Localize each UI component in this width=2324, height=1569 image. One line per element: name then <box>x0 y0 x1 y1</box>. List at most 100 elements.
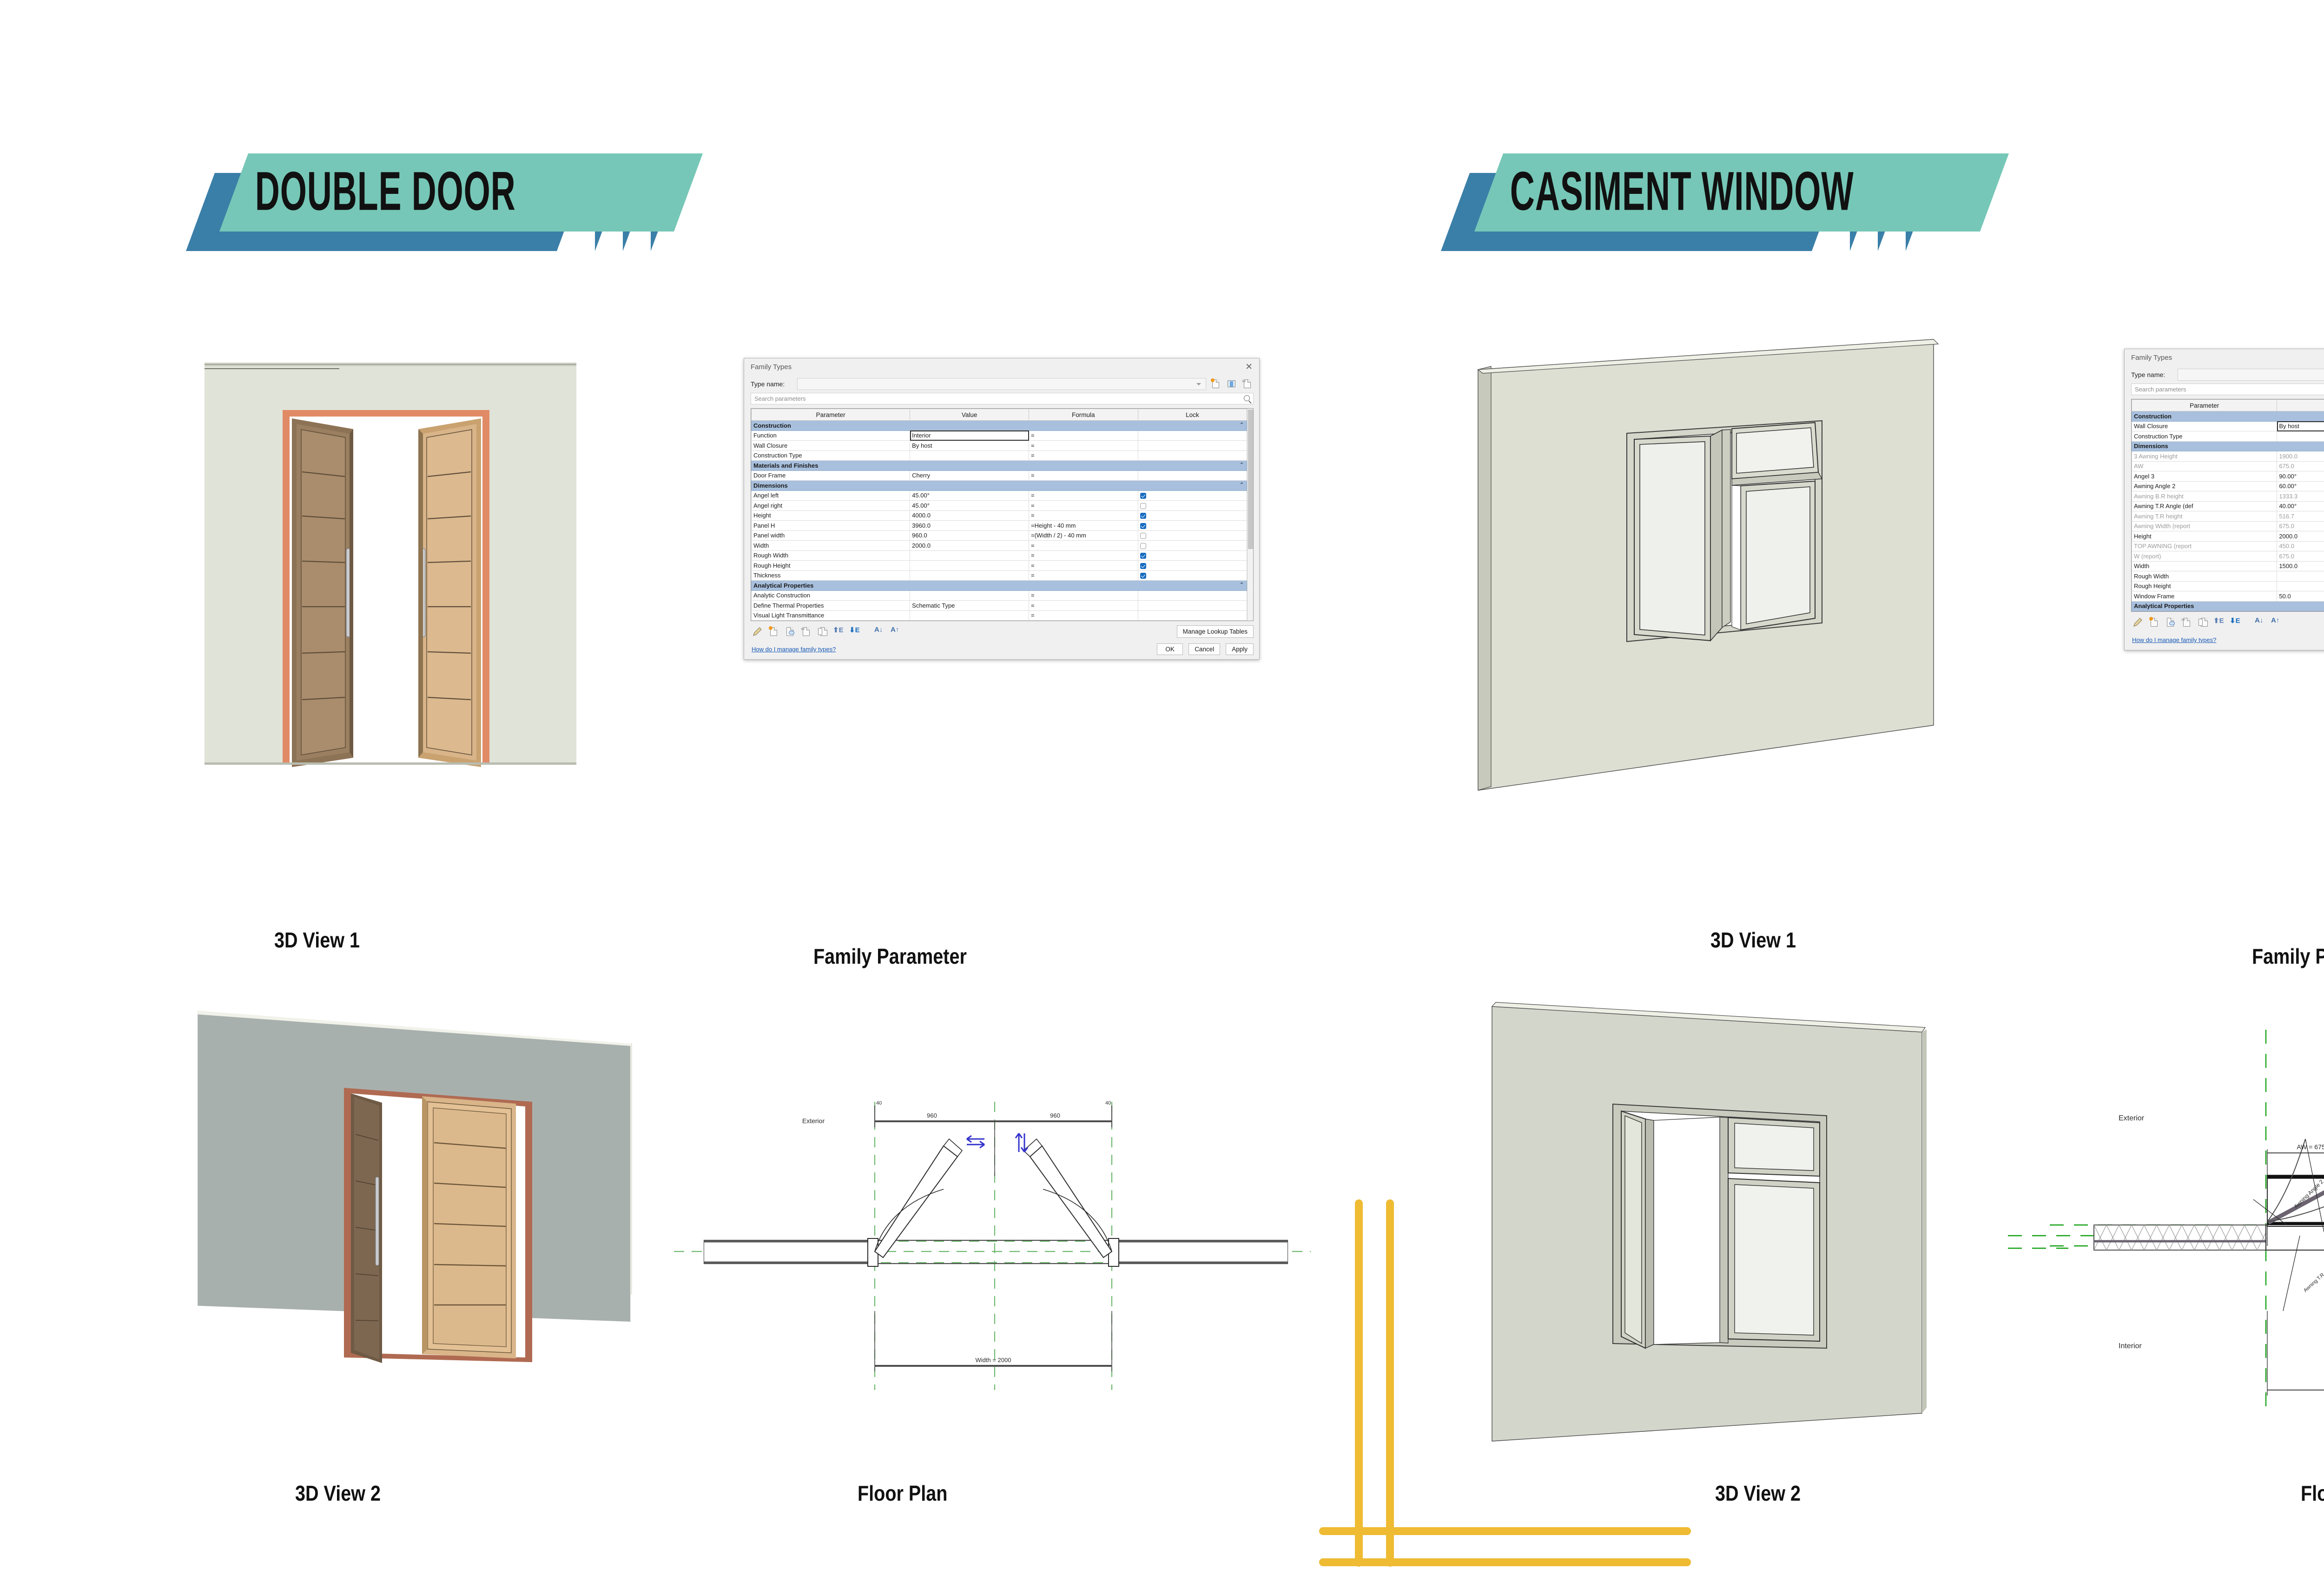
cell-formula[interactable]: = <box>1029 570 1138 581</box>
cell-formula[interactable]: = <box>1029 510 1138 521</box>
cell-value[interactable] <box>910 550 1030 561</box>
cell-formula[interactable]: = <box>1029 590 1138 601</box>
new-type-icon[interactable] <box>1210 378 1222 390</box>
table-row[interactable]: W (report)675.0= <box>2131 551 2324 562</box>
cell-value[interactable]: 45.00° <box>910 490 1030 501</box>
rename-type-icon[interactable] <box>1226 378 1238 390</box>
parameter-group-row[interactable]: Analytical Properties⌃ <box>2131 601 2324 611</box>
cell-value[interactable] <box>2277 581 2324 591</box>
cell-lock[interactable] <box>1137 510 1248 521</box>
cell-value[interactable]: Cherry <box>910 470 1030 481</box>
cell-lock[interactable] <box>1137 430 1248 441</box>
cell-formula[interactable]: = <box>1029 500 1138 511</box>
cell-formula[interactable]: = <box>1029 550 1138 561</box>
lock-checkbox[interactable] <box>1140 513 1146 519</box>
parameter-from-cloud-icon[interactable] <box>2165 616 2177 629</box>
cell-formula[interactable]: = <box>1029 610 1138 621</box>
apply-button[interactable]: Apply <box>1226 643 1254 655</box>
cell-value[interactable]: By host <box>2277 421 2324 431</box>
table-row[interactable]: Visual Light Transmittance= <box>751 610 1248 621</box>
cell-formula[interactable]: = <box>1029 430 1138 441</box>
table-row[interactable]: Rough Width= <box>2131 571 2324 582</box>
search-input[interactable]: Search parameters <box>2131 384 2324 395</box>
table-row[interactable]: Rough Height= <box>751 560 1248 571</box>
chevron-up-icon[interactable]: ⌃ <box>1239 582 1244 588</box>
cell-value[interactable]: 90.00° <box>2277 471 2324 482</box>
help-link[interactable]: How do I manage family types? <box>2132 636 2217 643</box>
cell-formula[interactable]: = <box>1029 490 1138 501</box>
parameter-group-row[interactable]: Construction⌃ <box>2131 411 2324 422</box>
move-up-icon[interactable]: ⬆E <box>833 626 844 634</box>
cell-formula[interactable]: = <box>1029 470 1138 481</box>
parameter-from-cloud-icon[interactable] <box>784 626 796 638</box>
cell-value[interactable]: 1500.0 <box>2277 561 2324 571</box>
lock-checkbox[interactable] <box>1140 493 1146 499</box>
duplicate-parameter-icon[interactable] <box>817 626 829 638</box>
cell-lock[interactable] <box>1137 440 1248 451</box>
type-name-combobox[interactable] <box>2178 369 2324 381</box>
move-up-icon[interactable]: ⬆E <box>2213 616 2224 625</box>
cell-value[interactable]: Schematic Type <box>910 600 1030 611</box>
cell-value[interactable] <box>2277 571 2324 582</box>
cell-value[interactable]: 50.0 <box>2277 591 2324 602</box>
sort-descending-icon[interactable]: A↑ <box>2271 616 2280 624</box>
parameter-grid-window[interactable]: Parameter Value Formula Lock Constructio… <box>2131 399 2324 612</box>
parameter-grid-door[interactable]: Parameter Value Formula Lock Constructio… <box>751 408 1254 621</box>
family-types-dialog-door[interactable]: Family Types ✕ Type name: ✂ Search param… <box>744 358 1260 660</box>
table-row[interactable]: Thickness= <box>751 570 1248 581</box>
search-input[interactable]: Search parameters <box>751 393 1254 404</box>
lock-checkbox[interactable] <box>1140 553 1146 559</box>
cell-lock[interactable] <box>1137 540 1248 551</box>
delete-type-icon[interactable]: ✂ <box>1241 378 1254 390</box>
ok-button[interactable]: OK <box>1157 643 1183 655</box>
parameter-group-row[interactable]: Dimensions⌃ <box>751 480 1248 491</box>
cell-value[interactable]: 40.00° <box>2277 501 2324 511</box>
cell-value[interactable]: 450.0 <box>2277 541 2324 551</box>
table-row[interactable]: Rough Width= <box>751 550 1248 561</box>
table-row[interactable]: Rough Height= <box>2131 581 2324 591</box>
cell-value[interactable] <box>910 570 1030 581</box>
cell-formula[interactable]: = <box>1029 600 1138 611</box>
lock-checkbox[interactable] <box>1140 523 1146 529</box>
move-down-icon[interactable]: ⬇E <box>849 626 860 634</box>
table-row[interactable]: Construction Type= <box>751 450 1248 461</box>
table-row[interactable]: Angel 390.00°= <box>2131 471 2324 482</box>
cell-value[interactable]: 675.0 <box>2277 551 2324 562</box>
cell-formula[interactable]: =(Width / 2) - 40 mm <box>1029 530 1138 541</box>
cell-formula[interactable]: = <box>1029 450 1138 461</box>
cell-value[interactable] <box>910 560 1030 571</box>
cell-value[interactable]: 516.7 <box>2277 511 2324 522</box>
vertical-scrollbar[interactable] <box>1247 409 1254 621</box>
cell-lock[interactable] <box>1137 560 1248 571</box>
cell-lock[interactable] <box>1137 600 1248 611</box>
edit-pencil-icon[interactable] <box>752 626 764 638</box>
cell-lock[interactable] <box>1137 570 1248 581</box>
cell-value[interactable] <box>910 590 1030 601</box>
cell-lock[interactable] <box>1137 490 1248 501</box>
cell-value[interactable]: 1333.3 <box>2277 491 2324 502</box>
cell-formula[interactable]: =Height - 40 mm <box>1029 520 1138 531</box>
chevron-up-icon[interactable]: ⌃ <box>1239 422 1244 428</box>
move-down-icon[interactable]: ⬇E <box>2230 616 2240 625</box>
cell-lock[interactable] <box>1137 590 1248 601</box>
family-types-dialog-window[interactable]: Family Types ✕ Type name: ✂ Search param… <box>2124 349 2324 650</box>
cell-value[interactable] <box>910 610 1030 621</box>
parameter-group-row[interactable]: Materials and Finishes⌃ <box>751 460 1248 471</box>
cell-value[interactable] <box>910 450 1030 461</box>
cell-formula[interactable]: = <box>1029 540 1138 551</box>
new-parameter-icon[interactable] <box>768 626 780 638</box>
cut-parameter-icon[interactable]: ✂ <box>800 626 812 638</box>
cell-lock[interactable] <box>1137 520 1248 531</box>
